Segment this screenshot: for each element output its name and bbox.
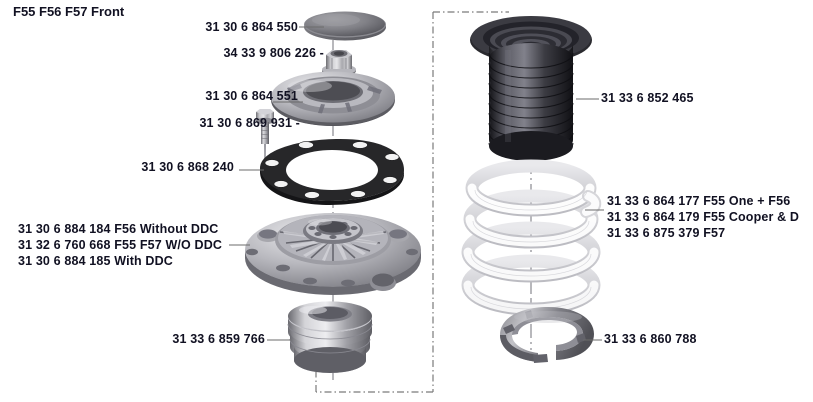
label-coil-spring-line1: 31 33 6 864 177 F55 One + F56 [607, 194, 791, 208]
label-hex-flange-nut: 34 33 9 806 226 - [223, 46, 324, 60]
label-strut-mount-line1: 31 30 6 884 184 F56 Without DDC [18, 222, 219, 236]
part-coil-spring [461, 159, 602, 316]
grouping-bracket [315, 11, 509, 393]
part-hex-bolt [255, 109, 275, 172]
label-coil-spring-line2: 31 33 6 864 179 F55 Cooper & D [607, 210, 800, 224]
label-support-ring: 31 30 6 864 551 [205, 89, 298, 103]
label-gasket-plate: 31 30 6 868 240 [141, 160, 234, 174]
part-gasket-plate [260, 139, 404, 205]
leader-lines [229, 26, 604, 341]
label-bump-stop: 31 33 6 859 766 [172, 332, 265, 346]
part-protective-cap [304, 11, 386, 41]
label-strut-mount-line2: 31 32 6 760 668 F55 F57 W/O DDC [18, 238, 223, 252]
label-dust-boot: 31 33 6 852 465 [601, 91, 694, 105]
page-title: F55 F56 F57 Front [13, 4, 125, 19]
label-strut-mount-line3: 31 30 6 884 185 With DDC [18, 254, 173, 268]
part-bump-stop [287, 301, 373, 373]
label-spring-pad: 31 33 6 860 788 [604, 332, 697, 346]
label-protective-cap: 31 30 6 864 550 [205, 20, 298, 34]
part-spring-pad [500, 307, 594, 363]
part-dust-boot [470, 16, 592, 161]
part-support-ring [271, 71, 395, 126]
label-hex-bolt: 31 30 6 869 931 - [199, 116, 300, 130]
part-strut-mount [245, 213, 421, 295]
label-coil-spring-line3: 31 33 6 875 379 F57 [607, 226, 726, 240]
